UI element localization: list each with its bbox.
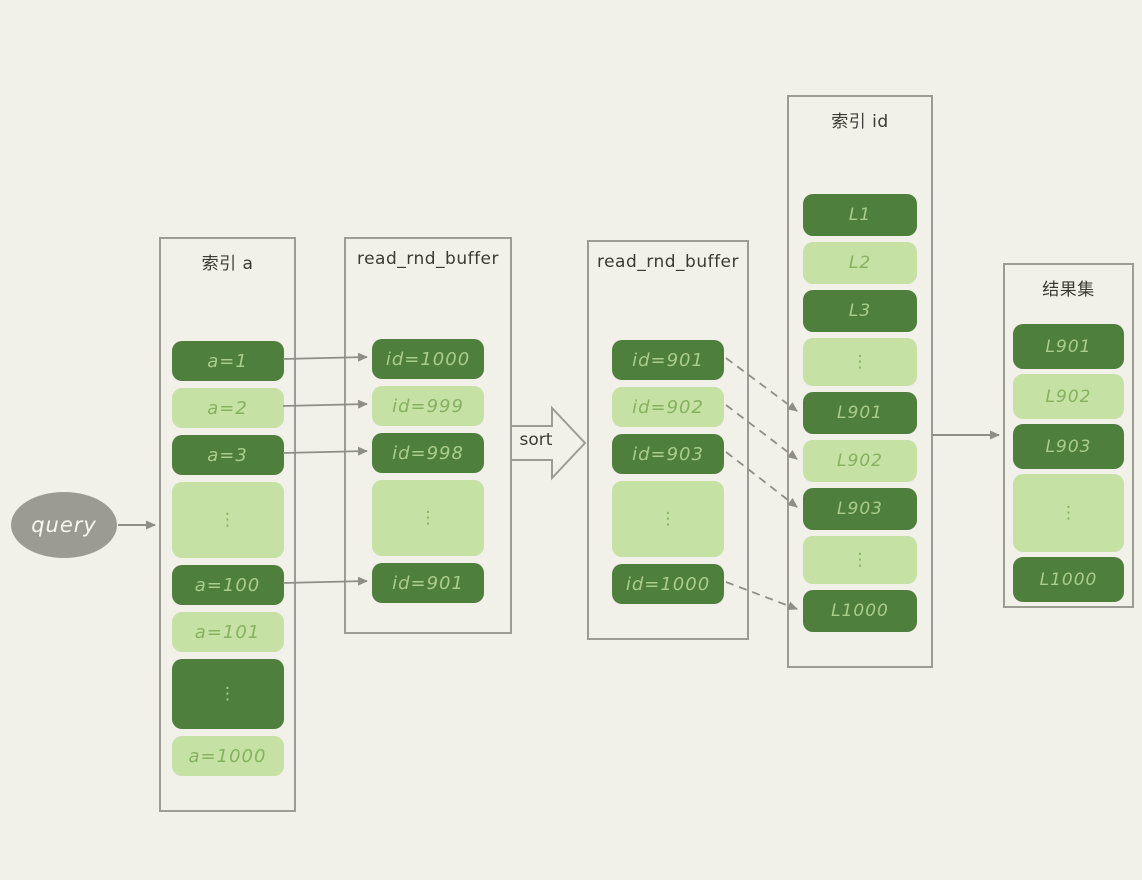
node-label: L903 [837, 499, 883, 519]
node-label: L901 [837, 403, 883, 423]
node-L3: L3 [803, 290, 917, 332]
node-label: a=1 [207, 350, 248, 372]
query-node: query [11, 492, 117, 558]
node-label: id=902 [632, 396, 704, 418]
node-id=998: id=998 [372, 433, 484, 473]
node-label: L1 [848, 205, 872, 225]
read-rnd-buffer-unsorted-column: read_rnd_buffer id=1000 id=999 id=998 ⋮ id=9… [344, 237, 512, 634]
node-label: id=1000 [385, 348, 471, 370]
node-label: id=998 [392, 442, 464, 464]
result-set-title: 结果集 [1042, 280, 1095, 300]
node-L901: L901 [803, 392, 917, 434]
node-id=901: id=901 [372, 563, 484, 603]
node-a=101: a=101 [171, 612, 284, 652]
index-a-title: 索引 a [201, 254, 254, 274]
index-id-title: 索引 id [831, 112, 889, 132]
node-label: ⋮ [659, 509, 677, 529]
node-id=1000: id=1000 [612, 564, 724, 604]
node-label: a=3 [207, 444, 248, 466]
node-label: a=2 [207, 397, 248, 419]
node-a=1: a=1 [171, 341, 284, 381]
node-L1: L1 [803, 194, 917, 236]
node-L901: L901 [1013, 324, 1124, 369]
node-label: a=100 [194, 574, 261, 596]
node-label: ⋮ [219, 684, 236, 704]
node-label: L902 [837, 451, 883, 471]
node-a=1000: a=1000 [171, 736, 284, 776]
node-id=1000: id=1000 [372, 339, 484, 379]
node-label: L2 [848, 253, 872, 273]
node-label: id=999 [392, 395, 464, 417]
node-dots: ⋮ [803, 338, 917, 386]
node-label: ⋮ [419, 508, 437, 528]
node-label: L3 [848, 301, 872, 321]
node-dots: ⋮ [171, 482, 284, 558]
node-label: L1000 [831, 601, 889, 621]
node-label: L902 [1045, 386, 1092, 407]
node-label: id=901 [392, 572, 464, 594]
node-dots: ⋮ [1013, 474, 1124, 552]
node-id=903: id=903 [612, 434, 724, 474]
node-label: L1000 [1039, 569, 1098, 590]
sort-label: sort [519, 430, 553, 450]
index-a-column: 索引 a a=1 a=2 a=3 ⋮ a=100 a=101 ⋮ a=1000 [159, 237, 296, 812]
node-id=902: id=902 [612, 387, 724, 427]
read-rnd-buffer-unsorted-rows: id=1000 id=999 id=998 ⋮ id=901 [346, 339, 510, 603]
node-a=100: a=100 [171, 565, 284, 605]
node-a=2: a=2 [171, 388, 284, 428]
node-L902: L902 [1013, 374, 1124, 419]
node-dots: ⋮ [612, 481, 724, 557]
node-dots: ⋮ [372, 480, 484, 556]
node-L903: L903 [803, 488, 917, 530]
node-L1000: L1000 [1013, 557, 1124, 602]
node-label: id=901 [632, 349, 704, 371]
node-L2: L2 [803, 242, 917, 284]
node-id=999: id=999 [372, 386, 484, 426]
node-dots: ⋮ [803, 536, 917, 584]
read-rnd-buffer-unsorted-title: read_rnd_buffer [356, 249, 500, 269]
node-a=3: a=3 [171, 435, 284, 475]
node-label: a=1000 [188, 745, 267, 767]
node-dots: ⋮ [171, 659, 284, 729]
node-label: a=101 [194, 621, 261, 643]
node-label: id=903 [632, 443, 704, 465]
index-a-rows: a=1 a=2 a=3 ⋮ a=100 a=101 ⋮ a=1000 [161, 341, 294, 776]
node-L902: L902 [803, 440, 917, 482]
node-label: ⋮ [851, 352, 869, 372]
node-label: ⋮ [851, 550, 869, 570]
node-label: ⋮ [1060, 503, 1077, 523]
node-L903: L903 [1013, 424, 1124, 469]
node-label: L903 [1045, 436, 1092, 457]
query-label: query [31, 513, 97, 537]
read-rnd-buffer-sorted-title: read_rnd_buffer [596, 252, 740, 272]
node-label: L901 [1045, 336, 1092, 357]
node-L1000: L1000 [803, 590, 917, 632]
node-id=901: id=901 [612, 340, 724, 380]
read-rnd-buffer-sorted-rows: id=901 id=902 id=903 ⋮ id=1000 [589, 340, 747, 604]
read-rnd-buffer-sorted-column: read_rnd_buffer id=901 id=902 id=903 ⋮ id=10… [587, 240, 749, 640]
node-label: ⋮ [219, 510, 236, 530]
node-label: id=1000 [625, 573, 711, 595]
